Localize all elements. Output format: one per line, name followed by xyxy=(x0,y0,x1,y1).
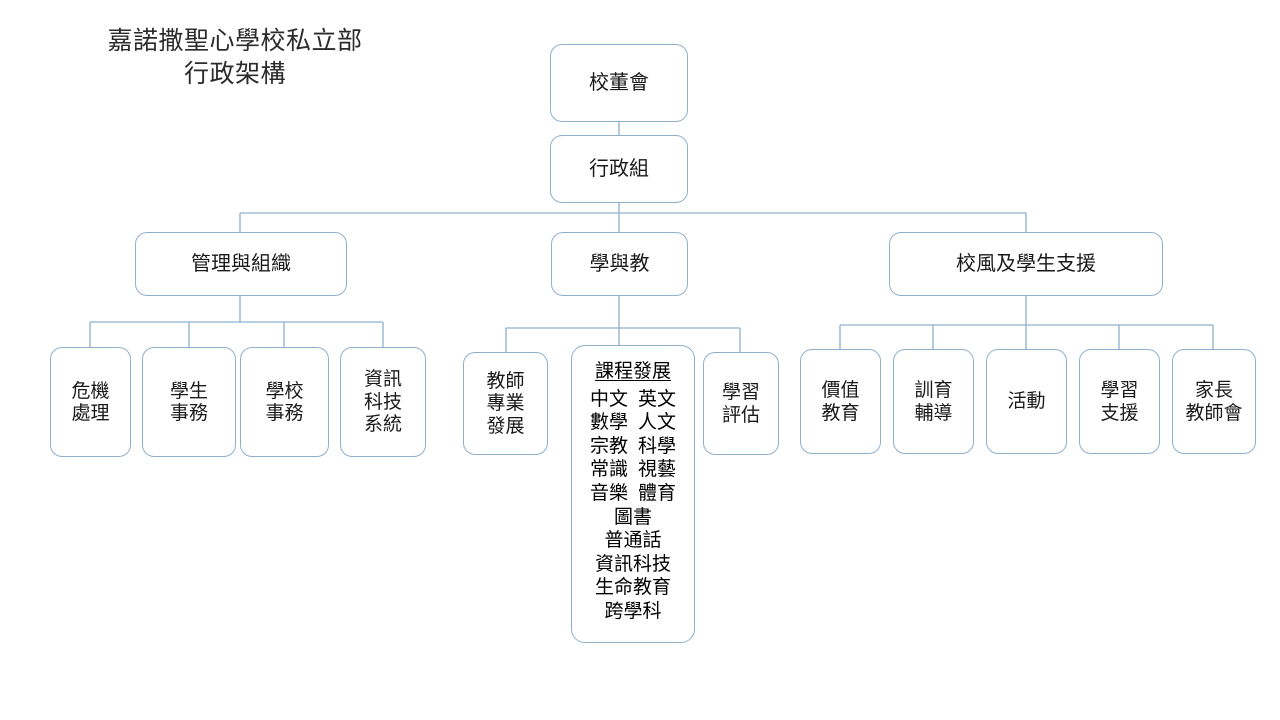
curriculum-subject: 宗教 xyxy=(589,434,628,457)
curriculum-subject: 跨學科 xyxy=(604,599,662,622)
node-branch-learning-teaching[interactable]: 學與教 xyxy=(551,232,688,296)
curriculum-subject: 圖書 xyxy=(613,505,652,528)
curriculum-subject: 生命教育 xyxy=(594,576,671,599)
node-branch-ethos-student-support-label: 校風及學生支援 xyxy=(956,251,1096,276)
curriculum-subject: 常識 xyxy=(589,458,628,481)
node-it-systems[interactable]: 資訊 科技 系統 xyxy=(340,347,426,457)
node-teacher-professional-development[interactable]: 教師 專業 發展 xyxy=(463,352,548,455)
node-teacher-professional-development-label: 教師 專業 發展 xyxy=(486,369,525,437)
node-school-board[interactable]: 校董會 xyxy=(550,44,688,122)
curriculum-pair-row: 宗教 科學 xyxy=(585,435,681,459)
curriculum-pair-row: 音樂 體育 xyxy=(585,482,681,506)
curriculum-subject: 數學 xyxy=(589,411,628,434)
node-branch-ethos-student-support[interactable]: 校風及學生支援 xyxy=(889,232,1163,296)
node-discipline-guidance[interactable]: 訓育 輔導 xyxy=(893,349,974,454)
curriculum-subject: 視藝 xyxy=(637,458,676,481)
curriculum-subject: 資訊科技 xyxy=(594,552,671,575)
curriculum-subject: 英文 xyxy=(637,387,676,410)
node-activities[interactable]: 活動 xyxy=(986,349,1067,454)
node-crisis-management[interactable]: 危機 處理 xyxy=(50,347,131,457)
node-administration-team[interactable]: 行政組 xyxy=(550,135,688,203)
node-branch-learning-teaching-label: 學與教 xyxy=(589,251,650,276)
node-student-affairs[interactable]: 學生 事務 xyxy=(142,347,236,457)
node-values-education[interactable]: 價值 教育 xyxy=(800,349,881,454)
node-discipline-guidance-label: 訓育 輔導 xyxy=(914,379,953,424)
curriculum-subject: 中文 xyxy=(589,387,628,410)
node-branch-management-label: 管理與組織 xyxy=(191,251,291,276)
node-learning-assessment-label: 學習 評估 xyxy=(721,381,760,426)
node-curriculum-development[interactable]: 課程發展 中文 英文 數學 人文 宗教 科學 常識 視藝 音樂 體育 xyxy=(571,345,695,643)
node-school-board-label: 校董會 xyxy=(589,70,649,95)
node-student-affairs-label: 學生 事務 xyxy=(169,379,208,424)
curriculum-subject: 科學 xyxy=(637,434,676,457)
node-it-systems-label: 資訊 科技 系統 xyxy=(363,368,402,436)
node-values-education-label: 價值 教育 xyxy=(821,379,860,424)
node-parent-teacher-association-label: 家長 教師會 xyxy=(1185,379,1243,424)
chart-title: 嘉諾撒聖心學校私立部 行政架構 xyxy=(107,26,363,88)
curriculum-heading: 課程發展 xyxy=(594,360,671,382)
node-branch-management[interactable]: 管理與組織 xyxy=(135,232,347,296)
node-activities-label: 活動 xyxy=(1007,390,1046,413)
node-school-affairs-label: 學校 事務 xyxy=(265,379,304,424)
curriculum-subject-pairs: 中文 英文 數學 人文 宗教 科學 常識 視藝 音樂 體育 xyxy=(585,388,681,506)
node-school-affairs[interactable]: 學校 事務 xyxy=(240,347,329,457)
node-crisis-management-label: 危機 處理 xyxy=(71,379,110,424)
curriculum-pair-row: 常識 視藝 xyxy=(585,458,681,482)
curriculum-subject: 音樂 xyxy=(589,481,628,504)
node-administration-team-label: 行政組 xyxy=(589,156,649,181)
node-parent-teacher-association[interactable]: 家長 教師會 xyxy=(1172,349,1256,454)
node-learning-assessment[interactable]: 學習 評估 xyxy=(703,352,779,455)
node-learning-support[interactable]: 學習 支援 xyxy=(1079,349,1160,454)
curriculum-subject: 體育 xyxy=(637,481,676,504)
curriculum-pair-row: 中文 英文 xyxy=(585,388,681,412)
curriculum-subject: 普通話 xyxy=(604,529,662,552)
node-learning-support-label: 學習 支援 xyxy=(1100,379,1139,424)
curriculum-subject-singles: 圖書 普通話 資訊科技 生命教育 跨學科 xyxy=(595,506,671,624)
curriculum-subject: 人文 xyxy=(637,411,676,434)
curriculum-pair-row: 數學 人文 xyxy=(585,411,681,435)
